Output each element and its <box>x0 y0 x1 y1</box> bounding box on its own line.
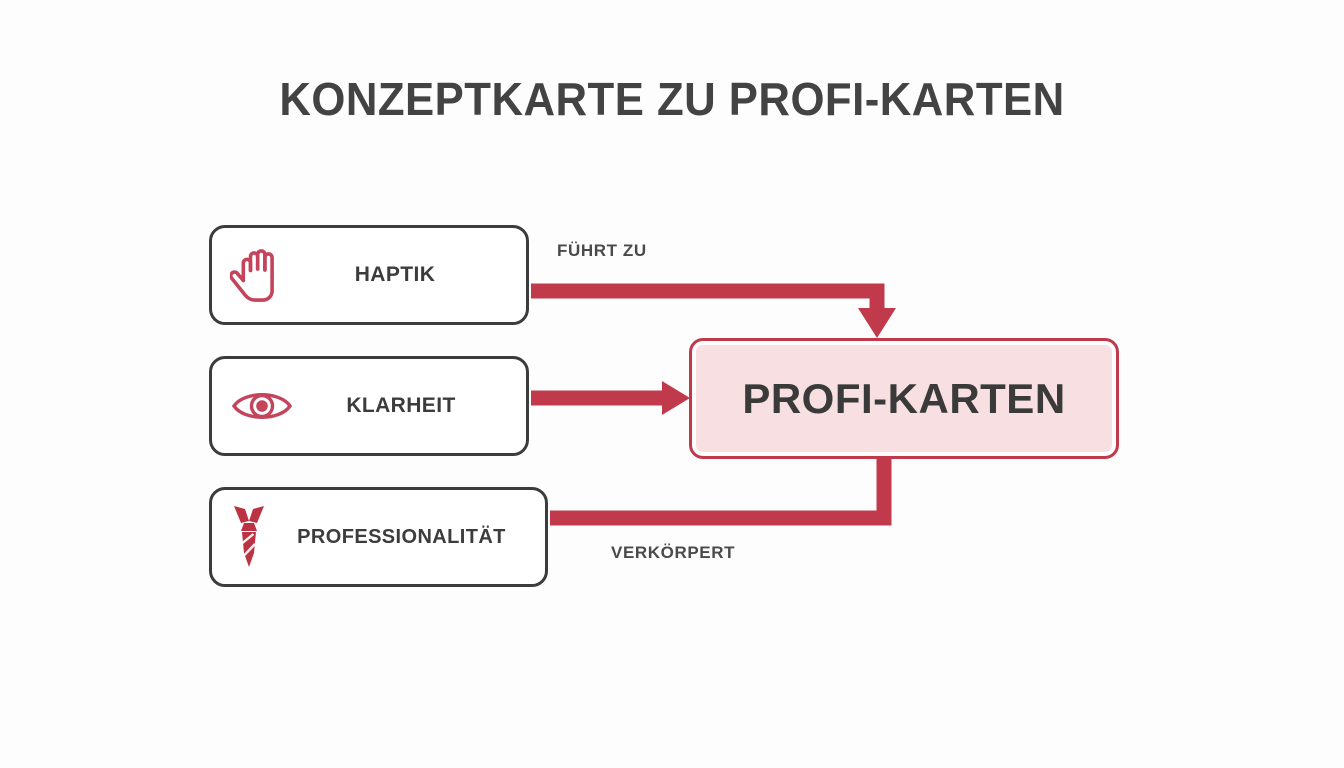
eye-icon <box>230 384 294 428</box>
concept-label-haptik: HAPTIK <box>354 263 436 286</box>
connector-label-verkoerpert: VERKÖRPERT <box>611 543 736 562</box>
hand-icon <box>230 247 282 303</box>
concept-box-professionalitaet[interactable]: PROFESSIONALITÄT <box>209 487 548 587</box>
connector-fuehrt-zu <box>531 283 896 338</box>
concept-label-klarheit: KLARHEIT <box>346 394 456 417</box>
necktie-icon <box>226 503 272 571</box>
concept-box-klarheit[interactable]: KLARHEIT <box>209 356 529 456</box>
central-concept-box[interactable]: PROFI-KARTEN <box>689 338 1119 459</box>
connector-klarheit <box>531 381 690 415</box>
concept-box-haptik[interactable]: HAPTIK <box>209 225 529 325</box>
connector-label-fuehrt-zu: FÜHRT ZU <box>557 241 647 260</box>
concept-label-professionalitaet: PROFESSIONALITÄT <box>297 525 506 548</box>
connector-verkoerpert <box>550 459 892 526</box>
page-title: KONZEPTKARTE ZU PROFI-KARTEN <box>279 73 1065 125</box>
central-concept-label: PROFI-KARTEN <box>742 374 1066 422</box>
